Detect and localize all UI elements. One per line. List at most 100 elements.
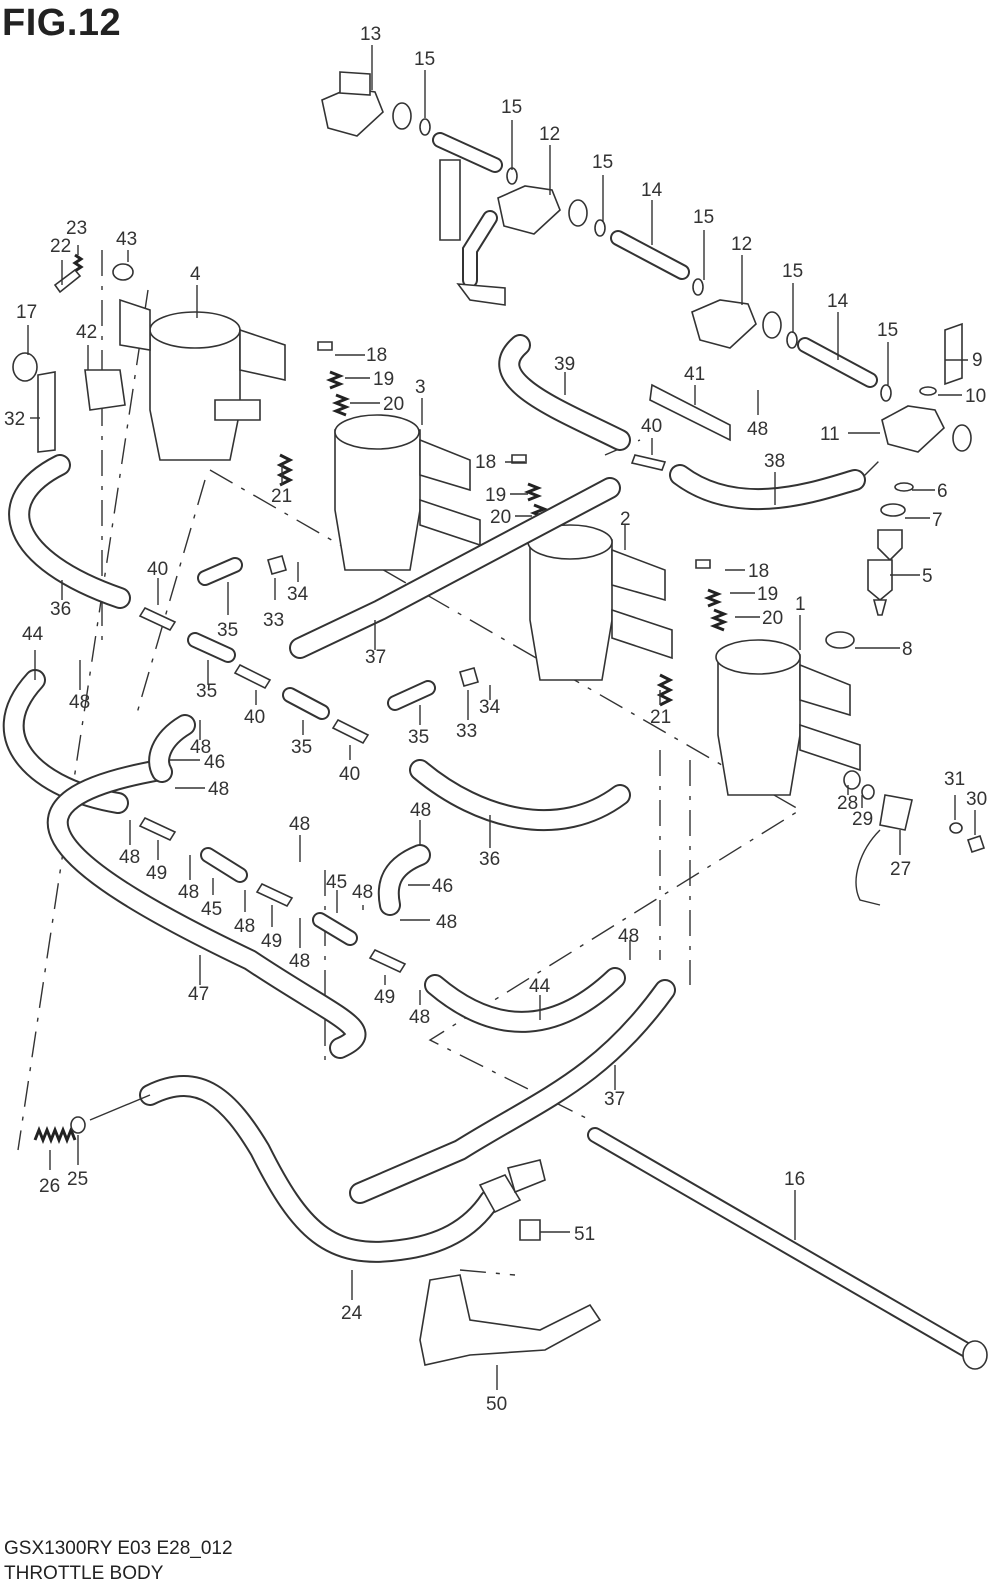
- callout-51: 51: [574, 1224, 595, 1245]
- callout-48: 48: [119, 847, 140, 868]
- callout-13: 13: [360, 24, 381, 45]
- callout-33: 33: [456, 721, 477, 742]
- throttle-position-sensor: [843, 770, 986, 906]
- callout-48: 48: [436, 912, 457, 933]
- callout-48: 48: [69, 692, 90, 713]
- section-name: THROTTLE BODY: [4, 1563, 164, 1584]
- fuel-injector-cap-13: [321, 87, 384, 137]
- fuel-injector-5: [867, 559, 893, 602]
- callout-15: 15: [877, 320, 898, 341]
- callout-34: 34: [287, 584, 309, 605]
- callout-44: 44: [22, 624, 44, 645]
- callout-18: 18: [366, 345, 387, 366]
- fuel-delivery-pipe-assembly: [321, 71, 972, 453]
- callout-42: 42: [76, 322, 97, 343]
- callout-28: 28: [837, 793, 858, 814]
- callout-44: 44: [529, 976, 551, 997]
- callout-40: 40: [641, 416, 662, 437]
- callout-43: 43: [116, 229, 137, 250]
- callout-26: 26: [39, 1176, 60, 1197]
- callout-48: 48: [178, 882, 199, 903]
- callout-20: 20: [762, 608, 783, 629]
- callout-15: 15: [501, 97, 522, 118]
- callout-45: 45: [326, 872, 347, 893]
- callout-22: 22: [50, 236, 71, 257]
- callout-20: 20: [383, 394, 404, 415]
- callout-15: 15: [782, 261, 803, 282]
- hoses: [2, 334, 866, 1204]
- callout-18: 18: [475, 452, 496, 473]
- callout-17: 17: [16, 302, 37, 323]
- callout-27: 27: [890, 859, 911, 880]
- throttle-body-2: [527, 524, 673, 681]
- callout-14: 14: [641, 180, 663, 201]
- callout-19: 19: [485, 485, 506, 506]
- callout-37: 37: [604, 1089, 625, 1110]
- callout-39: 39: [554, 354, 575, 375]
- callout-48: 48: [618, 926, 639, 947]
- reference-lines: [17, 250, 881, 1276]
- callout-48: 48: [747, 419, 768, 440]
- callout-8: 8: [902, 639, 913, 660]
- callout-20: 20: [490, 507, 511, 528]
- callout-25: 25: [67, 1169, 88, 1190]
- callout-36: 36: [479, 849, 500, 870]
- callout-49: 49: [261, 931, 282, 952]
- injector-parts: [825, 482, 914, 649]
- bolt-9: [944, 322, 963, 386]
- callout-7: 7: [932, 510, 943, 531]
- callout-46: 46: [204, 752, 225, 773]
- callout-15: 15: [592, 152, 613, 173]
- callout-15: 15: [693, 207, 714, 228]
- throttle-body-3: [334, 414, 481, 571]
- callout-19: 19: [373, 369, 394, 390]
- callout-45: 45: [201, 899, 222, 920]
- callout-35: 35: [408, 727, 429, 748]
- callout-49: 49: [146, 863, 167, 884]
- callout-48: 48: [409, 1007, 430, 1028]
- callout-48: 48: [289, 951, 310, 972]
- callout-19: 19: [757, 584, 778, 605]
- callout-49: 49: [374, 987, 395, 1008]
- callout-35: 35: [217, 620, 238, 641]
- callout-29: 29: [852, 809, 873, 830]
- callout-2: 2: [620, 509, 631, 530]
- bracket-and-rod: [419, 1127, 988, 1370]
- callout-36: 36: [50, 599, 71, 620]
- short-tubes: [138, 383, 731, 974]
- throttle-cable: [33, 1075, 546, 1263]
- leader-lines: [27, 45, 976, 1390]
- callout-32: 32: [4, 409, 25, 430]
- callout-40: 40: [147, 559, 168, 580]
- callout-18: 18: [748, 561, 769, 582]
- callout-48: 48: [352, 882, 373, 903]
- callout-4: 4: [190, 264, 201, 285]
- callout-48: 48: [208, 779, 229, 800]
- callout-21: 21: [650, 707, 671, 728]
- callout-38: 38: [764, 451, 785, 472]
- diagram-code: GSX1300RY E03 E28_012: [4, 1538, 233, 1559]
- callout-11: 11: [820, 424, 840, 445]
- callout-48: 48: [289, 814, 310, 835]
- callout-23: 23: [66, 218, 87, 239]
- callout-35: 35: [291, 737, 312, 758]
- callout-12: 12: [731, 234, 752, 255]
- fuel-injector-cap-12a: [497, 185, 561, 235]
- throttle-body-4: [119, 298, 286, 461]
- callout-46: 46: [432, 876, 453, 897]
- callout-41: 41: [684, 364, 705, 385]
- fuel-injector-cap-12b: [691, 299, 757, 349]
- callout-5: 5: [922, 566, 933, 587]
- callout-labels: 13 15 15 12 15 14 15 12 15 14 15 9 10 11…: [4, 24, 987, 1415]
- callout-12: 12: [539, 124, 560, 145]
- callout-15: 15: [414, 49, 435, 70]
- callout-47: 47: [188, 984, 209, 1005]
- springs-and-screws: [12, 253, 729, 707]
- callout-6: 6: [937, 481, 948, 502]
- callout-21: 21: [271, 486, 292, 507]
- callout-33: 33: [263, 610, 284, 631]
- callout-3: 3: [415, 377, 426, 398]
- callout-48: 48: [234, 916, 255, 937]
- figure-title: FIG.12: [2, 2, 122, 44]
